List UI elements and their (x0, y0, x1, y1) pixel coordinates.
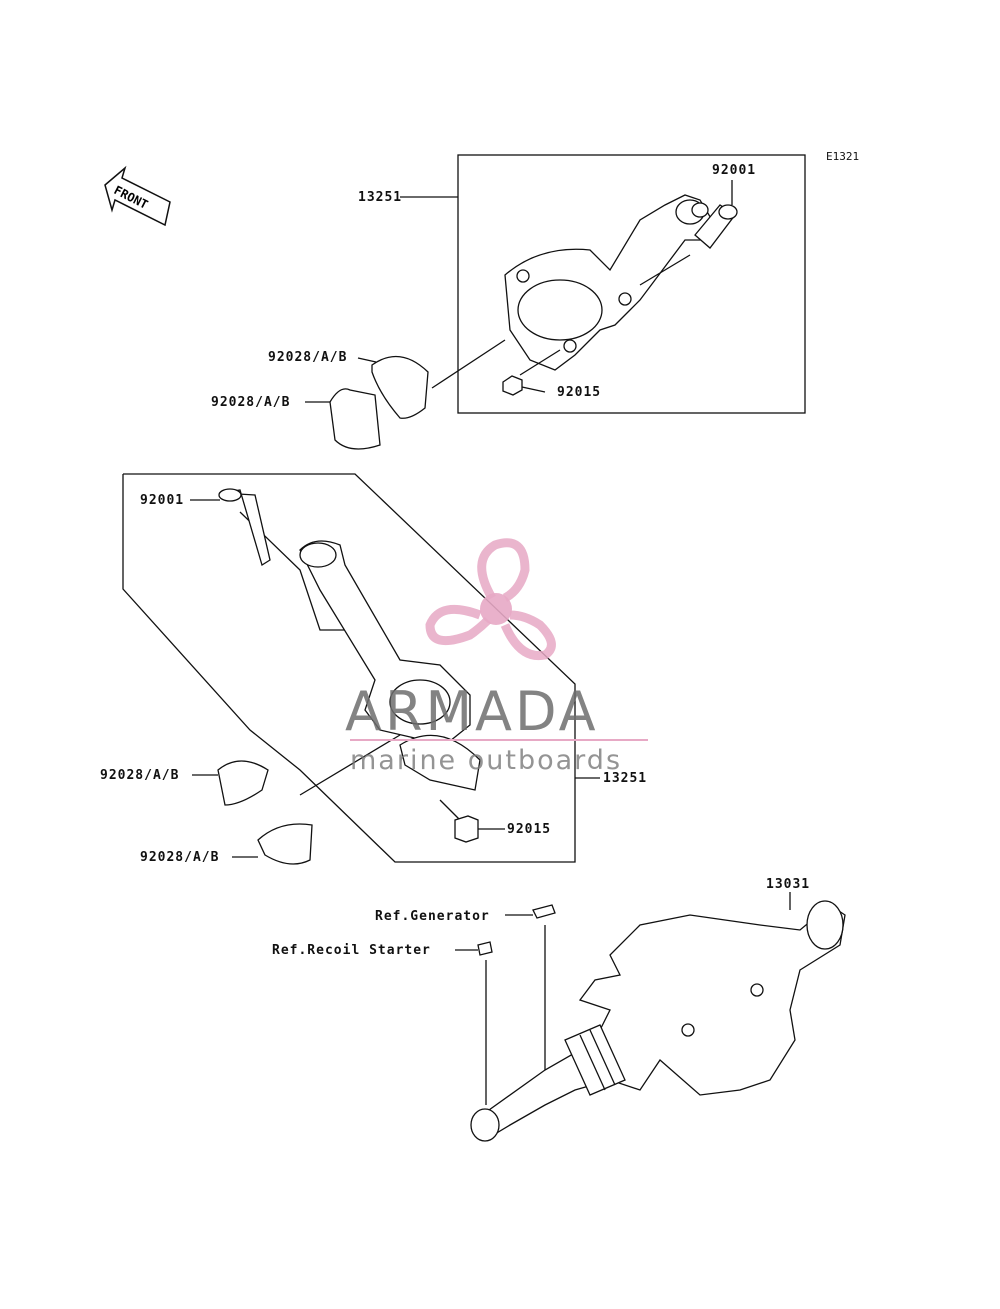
label-crankshaft: 13031 (766, 877, 811, 892)
label-top-assembly: 13251 (358, 190, 403, 205)
top-bearing-upper (371, 355, 429, 419)
label-top-nut: 92015 (557, 385, 602, 400)
watermark-logo (425, 538, 556, 661)
top-nut (502, 375, 523, 396)
label-top-bolt: 92001 (712, 163, 757, 178)
recoil-key (477, 941, 493, 956)
mid-nut (454, 815, 479, 843)
label-top-bearing-2: 92028/A/B (211, 395, 291, 410)
label-ref-recoil: Ref.Recoil Starter (272, 943, 431, 958)
watermark-subtitle: marine outboards (350, 745, 623, 776)
top-connecting-rod (504, 194, 713, 371)
mid-bearing-upper (217, 760, 269, 806)
top-bearing-lower (329, 388, 381, 450)
label-top-bearing-1: 92028/A/B (268, 350, 348, 365)
label-mid-nut: 92015 (507, 822, 552, 837)
generator-key (532, 904, 556, 919)
top-assembly-box (457, 154, 806, 414)
mid-bearing-lower (257, 823, 313, 865)
label-mid-bolt: 92001 (140, 493, 185, 508)
label-mid-bearing-1: 92028/A/B (100, 768, 180, 783)
label-ref-generator: Ref.Generator (375, 909, 490, 924)
top-bolt (694, 204, 738, 249)
diagram-code: E1321 (826, 150, 860, 163)
label-mid-assembly: 13251 (603, 771, 648, 786)
watermark-title: ARMADA (345, 680, 599, 743)
mid-assembly-outline (122, 473, 576, 863)
watermark-hub (480, 593, 512, 625)
mid-bolt (218, 488, 271, 567)
mid-rod-cap (399, 734, 481, 791)
crankshaft (470, 900, 846, 1142)
front-arrow-icon (104, 165, 171, 227)
mid-connecting-rod (299, 540, 471, 746)
label-mid-bearing-2: 92028/A/B (140, 850, 220, 865)
